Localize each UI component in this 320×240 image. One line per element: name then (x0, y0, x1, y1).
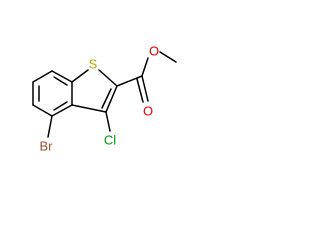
bond-carbonyl-o-double-2 (136, 78, 144, 103)
benzene-ring (32, 70, 73, 117)
bond-s-c2 (98, 69, 118, 87)
substituents (47, 51, 177, 138)
bond-c4-br (47, 115, 53, 138)
chlorine-atom-label: Cl (104, 133, 116, 148)
bond-c3-c3a (71, 104, 107, 113)
bond-carbonyl-o-ether (141, 57, 149, 77)
double-bond-inner-2 (53, 76, 68, 86)
bond-c7a-s (71, 69, 89, 83)
double-bond-inner-3 (53, 101, 68, 111)
bond-c6-c7 (51, 70, 73, 83)
bond-carbonyl-o-double-1 (141, 75, 149, 102)
carbonyl-oxygen-label: O (143, 104, 153, 119)
bond-c5-c6 (32, 70, 53, 83)
ether-oxygen-label: O (149, 44, 159, 59)
bond-c2-carbonyl (116, 75, 143, 87)
bond-c7a-c3a (51, 104, 73, 117)
thiophene-ring (71, 69, 118, 113)
bond-c2-c3 (105, 85, 118, 113)
sulfur-atom-label: S (89, 57, 98, 72)
benzothiophene-structure: S O O Cl Br (32, 44, 177, 154)
double-bond-c2-c3-inner (101, 88, 112, 109)
bond-c3a-c4 (32, 104, 53, 117)
bromine-atom-label: Br (40, 139, 54, 154)
bond-c3-cl (105, 111, 111, 132)
bond-o-methyl (159, 51, 177, 63)
